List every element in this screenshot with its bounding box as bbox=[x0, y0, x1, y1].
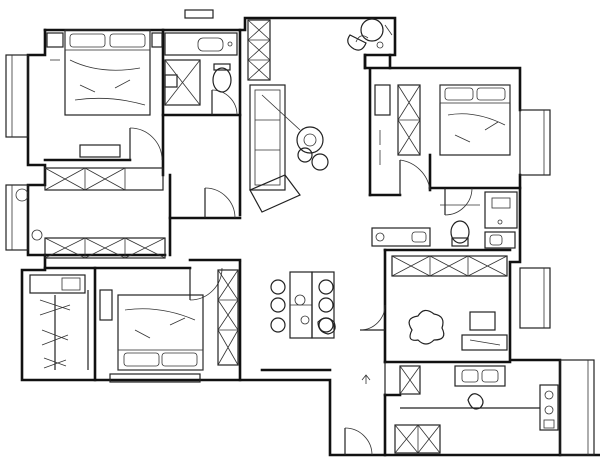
double-bed bbox=[117, 294, 204, 371]
rug bbox=[408, 309, 445, 345]
double-bed bbox=[439, 84, 511, 156]
wardrobe-1 bbox=[15, 167, 166, 259]
balcony bbox=[347, 18, 393, 51]
doors bbox=[129, 89, 473, 456]
desk-chair bbox=[469, 311, 496, 331]
stove bbox=[539, 384, 559, 431]
sofa bbox=[249, 84, 286, 191]
toilet bbox=[212, 67, 232, 93]
walk-in-closet bbox=[29, 274, 89, 370]
armchair bbox=[249, 174, 301, 213]
toilet bbox=[450, 220, 470, 244]
double-bed bbox=[64, 29, 151, 116]
study bbox=[391, 255, 508, 351]
bedroom-2 bbox=[99, 269, 239, 371]
kitchen bbox=[394, 365, 559, 454]
exterior-walls bbox=[20, 16, 600, 457]
windows bbox=[5, 9, 595, 456]
living-room bbox=[247, 19, 329, 213]
bathroom-2 bbox=[371, 191, 518, 249]
round-table bbox=[360, 18, 384, 42]
vanity bbox=[371, 227, 431, 247]
tv-console bbox=[79, 144, 121, 158]
sink-counter bbox=[454, 365, 506, 387]
vanity bbox=[164, 32, 238, 56]
coffee-table bbox=[296, 126, 324, 154]
lounge-chair bbox=[347, 34, 367, 51]
master-bedroom bbox=[46, 29, 163, 158]
dining-area bbox=[270, 271, 371, 384]
bedroom-3 bbox=[374, 84, 511, 165]
desk bbox=[461, 334, 508, 351]
person-figure bbox=[467, 393, 484, 410]
shower bbox=[484, 191, 518, 229]
bathroom-1 bbox=[164, 32, 238, 106]
nightstand bbox=[46, 32, 64, 48]
